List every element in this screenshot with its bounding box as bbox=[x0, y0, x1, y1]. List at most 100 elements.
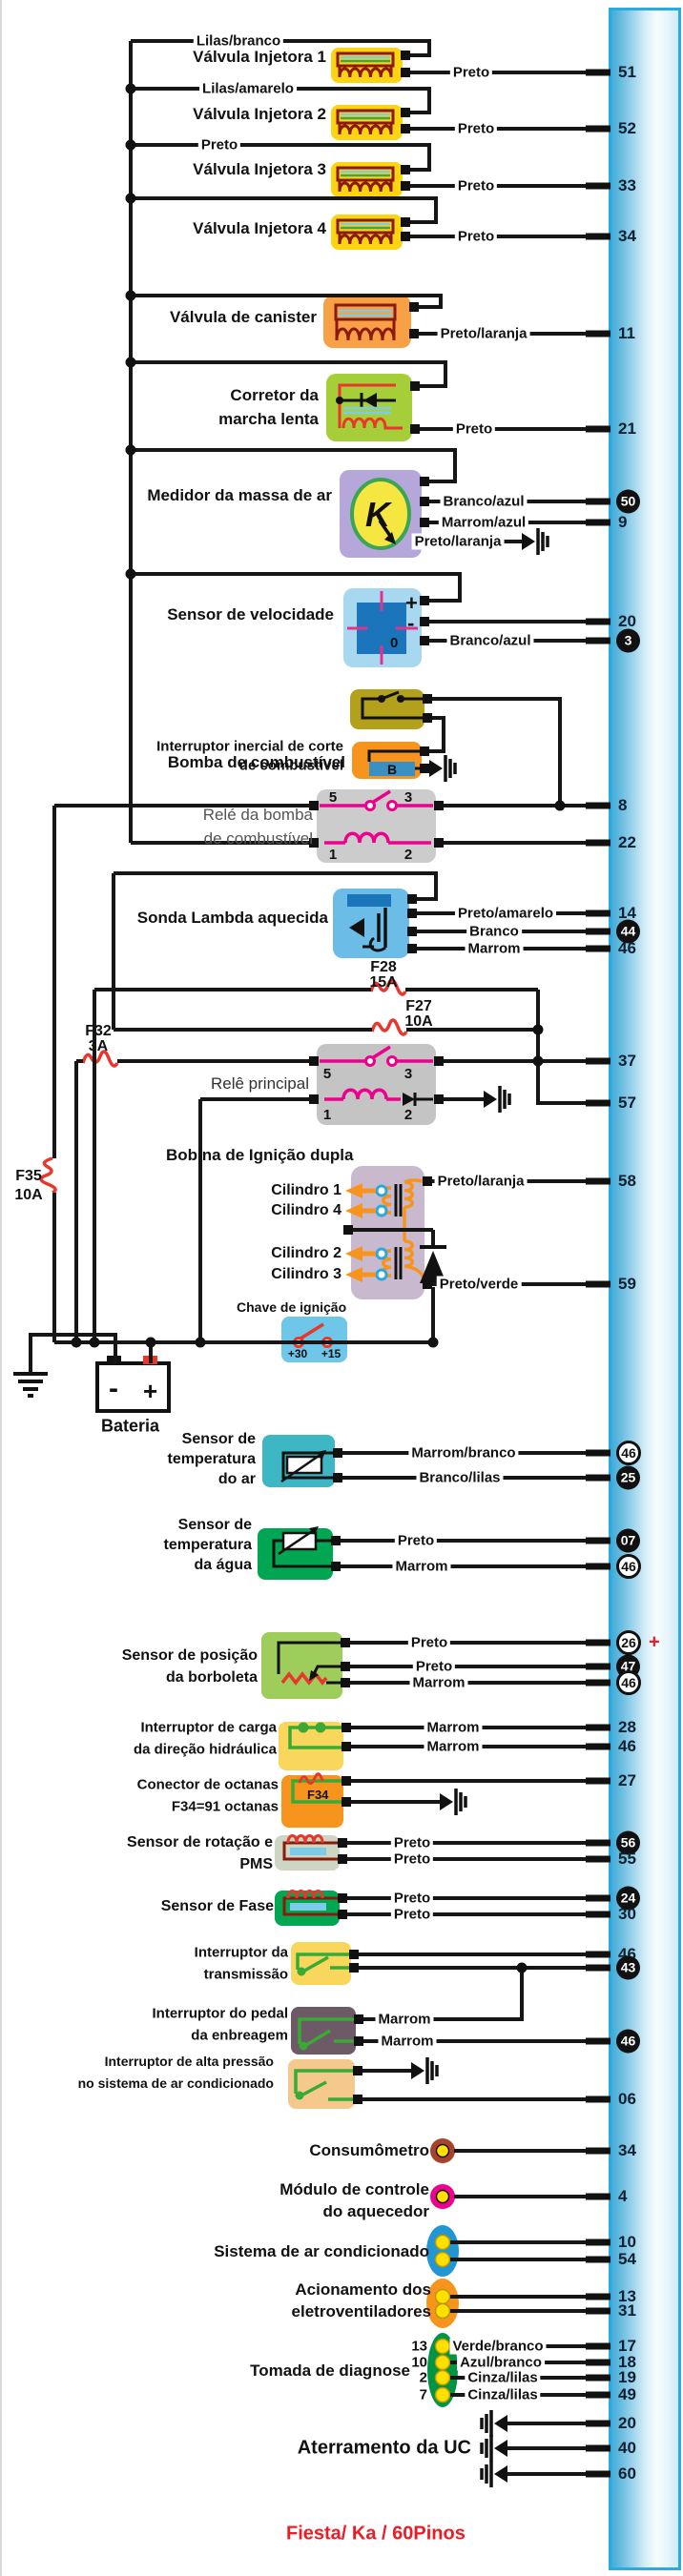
k-glyph: K bbox=[365, 495, 393, 534]
label-water-temp-sensor: temperatura bbox=[163, 1537, 252, 1553]
terminal bbox=[341, 1662, 350, 1671]
battery-icon: - + bbox=[13, 1356, 171, 1413]
injector-coil-icon bbox=[338, 66, 393, 78]
terminal bbox=[420, 497, 429, 506]
pin-stub-34 bbox=[586, 2147, 611, 2155]
pin-13: 13 bbox=[618, 2287, 636, 2305]
junction-dot bbox=[125, 139, 136, 151]
diag-port-13: 13 bbox=[411, 2338, 427, 2355]
terminal bbox=[401, 217, 410, 227]
terminal bbox=[401, 51, 410, 60]
label-power-steering-switch: Interruptor de carga bbox=[140, 1719, 277, 1736]
water-temp-sensor-icon bbox=[272, 1526, 333, 1568]
pin-10: 10 bbox=[618, 2233, 636, 2251]
wire bbox=[131, 360, 447, 388]
pin-07: 07 bbox=[616, 1528, 640, 1553]
pin-54: 54 bbox=[618, 2250, 636, 2268]
pin-18: 18 bbox=[618, 2353, 636, 2371]
terminal bbox=[309, 1056, 319, 1066]
pin-52: 52 bbox=[618, 119, 636, 137]
main-relay-box bbox=[317, 1044, 436, 1125]
label-throttle-position: Sensor de posição bbox=[121, 1647, 258, 1664]
label-idle-corrector: marcha lenta bbox=[218, 410, 319, 428]
diag-port-2: 2 bbox=[419, 2369, 427, 2386]
wire-label: Preto bbox=[449, 64, 493, 81]
label-water-temp-sensor: Sensor de bbox=[177, 1517, 252, 1533]
terminal bbox=[401, 108, 410, 117]
ground-icon bbox=[484, 1091, 497, 1108]
pin-stub-4 bbox=[586, 2193, 611, 2200]
label-heater-module: Módulo de controle bbox=[279, 2180, 429, 2198]
pin-46: 46 bbox=[618, 939, 636, 957]
label-clutch-pedal-switch: da enbreagem bbox=[191, 2027, 288, 2044]
f28-label: F28 bbox=[370, 959, 397, 975]
wire-label: Preto bbox=[412, 1658, 456, 1675]
terminal bbox=[420, 636, 429, 645]
pin-stub-60 bbox=[586, 2470, 611, 2478]
pin-stub-27 bbox=[586, 1777, 611, 1785]
pin-60: 60 bbox=[618, 2464, 636, 2483]
wire bbox=[131, 572, 462, 603]
pin-59: 59 bbox=[618, 1275, 636, 1293]
wire bbox=[131, 448, 457, 483]
junction-dot bbox=[125, 193, 136, 204]
junction-dot bbox=[532, 1055, 544, 1067]
terminal bbox=[420, 617, 429, 626]
fuel-pump-relay-icon: 5 3 1 2 bbox=[320, 789, 433, 863]
wire-label: Cinza/lilas bbox=[465, 2369, 541, 2386]
pin-stub-18 bbox=[586, 2359, 611, 2366]
label-cylinder-1: Cilindro 1 bbox=[271, 1182, 342, 1198]
injector-coil-icon bbox=[338, 123, 393, 135]
pin-stub-19 bbox=[586, 2374, 611, 2382]
label-air-mass-meter: Medidor da massa de ar bbox=[147, 486, 332, 504]
plus-terminal-label: + bbox=[405, 591, 418, 615]
junction-dot bbox=[71, 1337, 82, 1348]
ground-icon bbox=[429, 760, 443, 777]
terminal bbox=[407, 927, 417, 936]
label-transmission-switch: transmissão bbox=[203, 1966, 288, 1983]
plus30-label: +30 bbox=[288, 1347, 308, 1360]
wire-label: Preto/amarelo bbox=[454, 905, 557, 922]
injector-coil-icon bbox=[338, 180, 393, 193]
fuel-pump-icon: B bbox=[367, 749, 422, 777]
pin-27: 27 bbox=[618, 1771, 636, 1789]
pin-stub-46 bbox=[586, 2037, 611, 2045]
crank-sensor-icon bbox=[282, 1834, 340, 1861]
junction-dot bbox=[125, 444, 136, 456]
junction-dot bbox=[554, 800, 566, 811]
pin-30: 30 bbox=[618, 1905, 636, 1923]
terminal bbox=[349, 1950, 359, 1959]
label-air-temp-sensor: temperatura bbox=[167, 1451, 256, 1467]
terminal bbox=[434, 838, 444, 848]
pin-55: 55 bbox=[618, 1850, 636, 1868]
terminal bbox=[331, 1562, 341, 1571]
wire-label: Marrom bbox=[378, 2033, 437, 2050]
label-injector-1: Válvula Injetora 1 bbox=[193, 48, 326, 66]
ground-icon bbox=[494, 2440, 507, 2457]
plus15-label: +15 bbox=[321, 1347, 342, 1360]
wire-label: Preto bbox=[452, 420, 496, 438]
pin-8: 8 bbox=[618, 796, 628, 814]
label-ignition-switch: Chave de ignição bbox=[237, 1299, 347, 1315]
pin-stub-52 bbox=[586, 125, 611, 133]
pin-stub-20 bbox=[586, 618, 611, 625]
wire bbox=[131, 143, 431, 172]
pin-3: 3 bbox=[616, 628, 640, 653]
pin-28: 28 bbox=[618, 1718, 636, 1736]
wire-label: Branco/lilas bbox=[416, 1469, 504, 1486]
fuse-f35-icon bbox=[39, 1156, 57, 1195]
junction-dot bbox=[89, 1337, 100, 1348]
label-injector-2: Válvula Injetora 2 bbox=[193, 105, 326, 123]
junction-dot bbox=[516, 1962, 528, 1973]
pin-46: 46 bbox=[616, 2029, 640, 2054]
wire-label: Preto bbox=[390, 1834, 434, 1851]
terminal bbox=[423, 1176, 432, 1186]
pin-stub-46 bbox=[586, 1679, 611, 1687]
pin-stub-46 bbox=[586, 945, 611, 952]
wire-label: Preto bbox=[390, 1890, 434, 1907]
label-air-temp-sensor: Sensor de bbox=[181, 1431, 256, 1447]
terminal bbox=[354, 2036, 363, 2046]
label-ecu-grounding: Aterramento da UC bbox=[297, 2437, 471, 2459]
pin-stub-31 bbox=[586, 2307, 611, 2315]
